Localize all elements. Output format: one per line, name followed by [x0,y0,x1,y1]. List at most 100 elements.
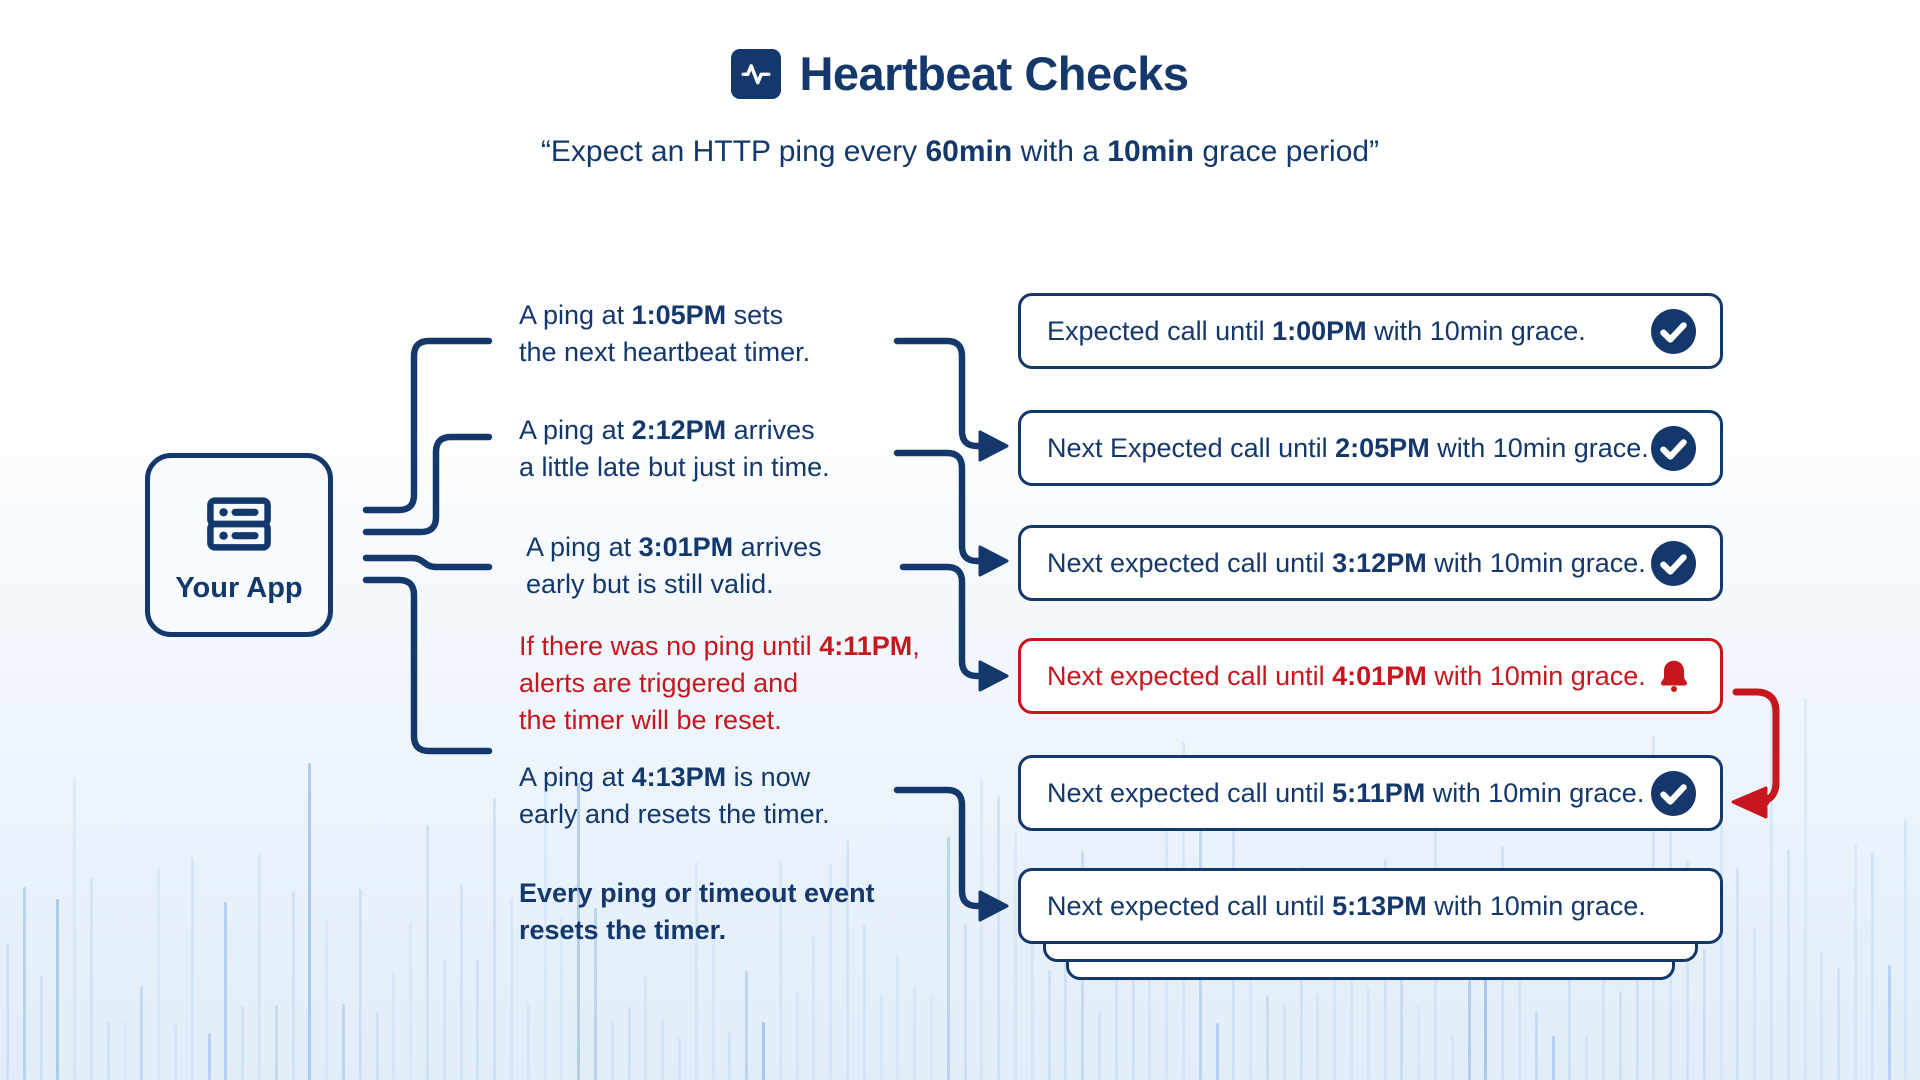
check-circle-icon [1651,425,1696,471]
wave-bar [1568,919,1572,1080]
wave-bar [879,993,883,1080]
wave-bar [1803,698,1807,1080]
wave-bar [1064,933,1068,1080]
wave-bar [241,1006,245,1080]
wave-bar [1686,861,1689,1080]
wave-bar [1820,952,1824,1080]
wave-bar [1417,1005,1421,1080]
wave-bar [728,1031,732,1080]
wave-bar [1837,968,1841,1080]
wave-bar [1702,949,1706,1080]
annotation-line: early but is still valid. [526,569,774,599]
wave-bar [1030,935,1034,1080]
wave-bar [846,839,849,1080]
wave-bar [896,955,900,1080]
wave-bar [829,864,833,1080]
wave-bar [526,1003,530,1080]
wave-bar [1098,1012,1101,1080]
wave-bar [1904,819,1908,1080]
status-box-6: Next expected call until 5:13PM with 10m… [1018,868,1723,944]
connector-ping3-to-box4 [899,563,987,680]
connector-ping5-to-box6 [893,786,987,910]
wave-bar [661,1019,665,1080]
status-box-text: Next expected call until 3:12PM with 10m… [1047,547,1646,578]
annotation-6: Every ping or timeout event resets the ti… [519,875,875,949]
check-circle-icon [1651,770,1696,816]
wave-bar [1400,908,1404,1080]
wave-bar [610,1022,614,1080]
wave-bar [190,857,194,1080]
wave-bar [1047,970,1051,1080]
wave-bar [73,777,77,1080]
wave-bar [577,783,581,1080]
annotation-line: alerts are triggered and [519,668,799,698]
wave-bar [1585,1036,1589,1080]
wave-bar [140,986,144,1080]
status-box-text: Next expected call until 5:11PM with 10m… [1047,777,1645,808]
connector-ping2-to-box3 [893,449,987,565]
wave-bar [762,1022,765,1080]
wave-bar [711,925,715,1080]
wave-bar [930,994,933,1080]
wave-bar [1534,1012,1538,1080]
your-app-label: Your App [175,572,303,604]
wave-bar [1786,849,1790,1080]
wave-bar [1870,852,1874,1080]
wave-bar [694,862,698,1080]
wave-bar [1014,832,1017,1080]
subtitle: “Expect an HTTP ping every 60min with a … [540,135,1380,168]
annotation-line: A ping at 2:12PM arrives [519,415,815,445]
wave-bar [644,976,648,1080]
status-box-2: Next Expected call until 2:05PM with 10m… [1018,410,1723,486]
connector-app-to-ping-2 [362,433,493,536]
wave-bar [123,1021,127,1080]
wave-bar [812,936,816,1080]
check-circle-icon [1651,308,1696,354]
wave-bar [1131,935,1135,1080]
check-circle-icon [1651,540,1696,586]
connector-app-to-ping-1 [362,337,493,514]
annotation-line: early and resets the timer. [519,799,830,829]
wave-bar [325,920,329,1080]
wave-bar [56,899,60,1080]
wave-bar [1249,928,1253,1080]
wave-bar [426,825,429,1080]
red-loop-box4-to-box5 [1732,688,1780,806]
your-app-node: Your App [145,453,333,637]
annotation-line: a little late but just in time. [519,452,830,482]
wave-bar [1266,996,1269,1080]
wave-bar [106,1022,110,1080]
status-box-text: Expected call until 1:00PM with 10min gr… [1047,315,1586,346]
wave-bar [6,943,9,1080]
wave-bar [409,923,413,1080]
wave-bar [476,959,480,1080]
wave-bar [778,860,782,1080]
annotation-line: If there was no ping until 4:11PM, [519,631,920,661]
wave-bar [39,976,43,1080]
annotation-line: Every ping or timeout event [519,878,875,908]
wave-bar [274,1005,278,1080]
connector-ping1-to-box2 [893,337,987,450]
annotation-line: A ping at 3:01PM arrives [526,532,822,562]
annotation-line: A ping at 4:13PM is now [519,762,811,792]
annotation-line: A ping at 1:05PM sets [519,300,784,330]
wave-bar [224,902,228,1080]
annotation-line: the timer will be reset. [519,705,782,735]
wave-bar [510,898,513,1080]
status-box-text: Next expected call until 4:01PM with 10m… [1047,660,1646,691]
wave-bar [1333,903,1337,1080]
wave-bar [1215,1023,1219,1080]
wave-bar [258,854,261,1080]
wave-bar [358,889,362,1080]
annotation-line: resets the timer. [519,915,727,945]
connector-app-to-ping-4 [362,576,493,755]
activity-pulse-icon [731,48,782,99]
wave-bar [174,1025,177,1080]
wave-bar [543,777,547,1080]
status-box-4: Next expected call until 4:01PM with 10m… [1018,638,1723,714]
wave-bar [1618,991,1622,1080]
status-box-text: Next expected call until 5:13PM with 10m… [1047,890,1646,921]
wave-bar [594,908,597,1080]
